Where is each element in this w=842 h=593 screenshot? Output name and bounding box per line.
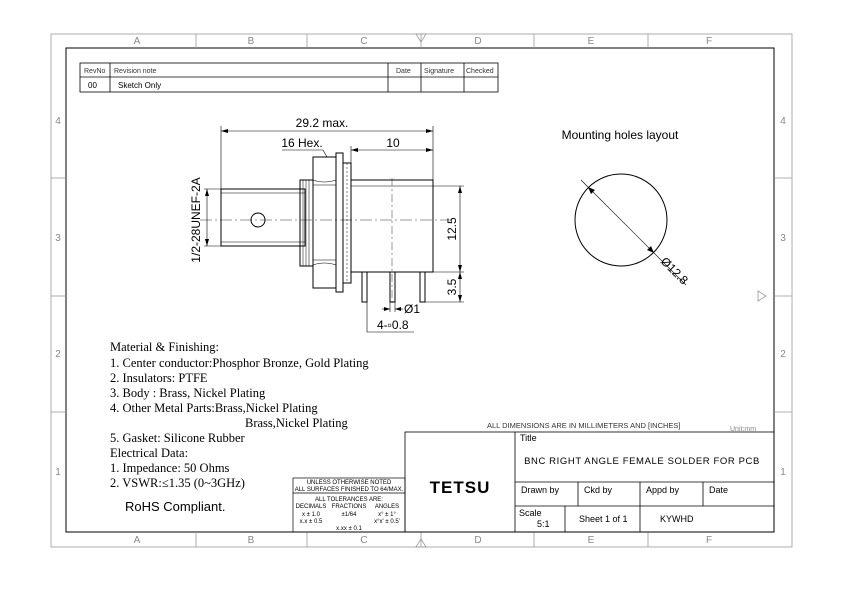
tol-line1: UNLESS OTHERWISE NOTED: [307, 480, 392, 486]
dim-overall-length: 29.2 max.: [296, 116, 349, 130]
rev-header-revno: RevNo: [84, 68, 106, 75]
material-item: 5. Gasket: Silicone Rubber: [110, 431, 246, 445]
zone-col-label: F: [706, 36, 712, 47]
zone-row-label: 2: [55, 349, 61, 360]
tol-value: x.x ± 0.5: [300, 519, 323, 525]
center-mark-right: [757, 290, 767, 302]
zone-col-label: C: [360, 36, 367, 47]
zone-col-label: D: [474, 535, 481, 546]
dimension-lines: [204, 126, 464, 333]
scale-label: Scale: [519, 508, 542, 518]
dim-pin-square: 4-▫0.8: [377, 318, 409, 332]
zone-col-label: D: [474, 36, 481, 47]
dim-hex-size: 16 Hex.: [281, 136, 322, 150]
rev-cell-revno: 00: [88, 81, 97, 90]
tol-line2: ALL SURFACES FINISHED TO 64/MAX.: [295, 487, 404, 493]
rev-header-checked: Checked: [466, 68, 494, 75]
appd-by-label: Appd by: [646, 485, 680, 495]
center-mark-bottom: [415, 538, 427, 548]
rev-header-signature: Signature: [424, 68, 454, 75]
title-label: Title: [520, 433, 537, 443]
center-mark-top: [415, 33, 427, 43]
zone-row-label: 3: [780, 233, 786, 244]
zone-row-label: 1: [55, 467, 61, 478]
dim-pin-length: 3.5: [445, 278, 459, 295]
tol-col-label: FRACTIONS: [332, 504, 367, 510]
dim-thread-spec: 1/2-28UNEF-2A: [189, 177, 203, 262]
zone-col-label: B: [248, 36, 255, 47]
zone-col-label: A: [134, 535, 141, 546]
material-item: 1. Center conductor:Phosphor Bronze, Gol…: [110, 356, 369, 370]
material-item: 4. Other Metal Parts:Brass,Nickel Platin…: [110, 401, 318, 415]
materials-heading: Material & Finishing:: [110, 340, 219, 354]
zone-col-label: F: [706, 535, 712, 546]
zone-row-label: 4: [55, 116, 61, 127]
tol-col-label: DECIMALS: [296, 504, 327, 510]
sheet-number: Sheet 1 of 1: [579, 514, 628, 524]
mounting-hole-circle: [574, 173, 668, 267]
material-item: 3. Body : Brass, Nickel Plating: [110, 386, 266, 400]
rev-cell-note: Sketch Only: [118, 81, 161, 90]
mounting-diameter: Ø12.8: [658, 254, 691, 287]
tol-value: x ± 1.0: [302, 512, 321, 518]
title-block: [404, 431, 775, 533]
tol-line3: ALL TOLERANCES ARE:: [315, 497, 383, 503]
dim-pin-diameter: Ø1: [404, 302, 420, 316]
zone-row-label: 4: [780, 116, 786, 127]
zone-col-label: C: [360, 535, 367, 546]
scale-value: 5:1: [537, 519, 550, 529]
zone-row-label: 2: [780, 349, 786, 360]
tol-value: x°x' ± 0.5': [374, 519, 400, 525]
zone-col-label: A: [134, 36, 141, 47]
unit-label: Unit:mm: [730, 426, 756, 433]
zone-row-label: 3: [55, 233, 61, 244]
drawn-by-label: Drawn by: [521, 485, 560, 495]
rev-header-date: Date: [396, 68, 411, 75]
drawing-title: BNC RIGHT ANGLE FEMALE SOLDER FOR PCB: [524, 456, 760, 467]
revision-table: [79, 62, 499, 93]
zone-col-label: B: [248, 535, 255, 546]
electrical-heading: Electrical Data:: [110, 446, 188, 460]
zone-col-label: E: [588, 36, 595, 47]
connector-drawing: [220, 152, 434, 303]
tol-value: x.xx ± 0.1: [336, 526, 362, 532]
rev-header-note: Revision note: [114, 68, 157, 75]
tol-value: x° ± 1°: [378, 512, 396, 518]
zone-col-label: E: [588, 535, 595, 546]
dim-body-length: 10: [386, 136, 400, 150]
appd-value: KYWHD: [660, 514, 694, 524]
material-item: Brass,Nickel Plating: [245, 416, 349, 430]
tol-value: ±1/64: [342, 512, 358, 518]
tol-col-label: ANGLES: [375, 504, 399, 510]
mounting-title: Mounting holes layout: [562, 128, 679, 142]
electrical-item: 1. Impedance: 50 Ohms: [110, 461, 230, 475]
company-logo: TETSU: [430, 478, 491, 497]
zone-row-label: 1: [780, 467, 786, 478]
mounting-arrow: [588, 187, 595, 194]
dim-body-height: 12.5: [445, 217, 459, 241]
mounting-dia-leader: [580, 179, 687, 286]
dims-note: ALL DIMENSIONS ARE IN MILLIMETERS AND [I…: [487, 421, 681, 430]
mounting-arrow: [647, 246, 654, 253]
material-item: 2. Insulators: PTFE: [110, 371, 208, 385]
electrical-item: 2. VSWR:≤1.35 (0~3GHz): [110, 476, 245, 490]
date-label: Date: [709, 485, 728, 495]
dimension-arrows: [205, 129, 462, 311]
rohs-note: RoHS Compliant.: [125, 499, 225, 514]
ckd-by-label: Ckd by: [584, 485, 613, 495]
